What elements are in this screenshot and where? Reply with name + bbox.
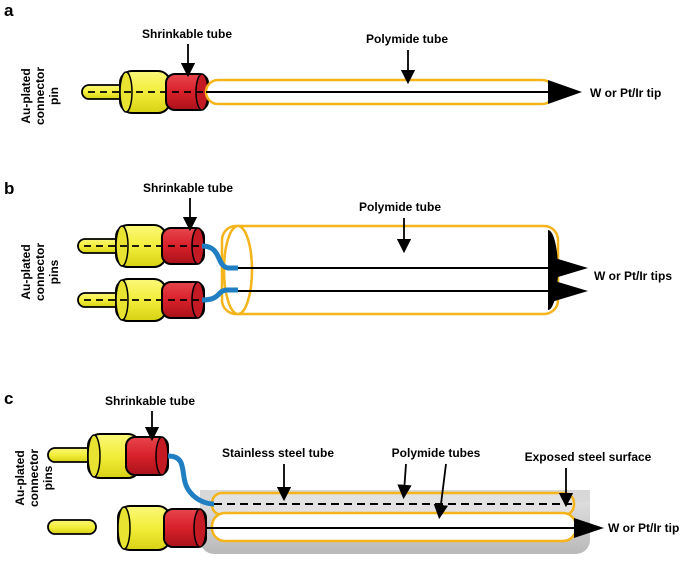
panel-c-connector-label: Au-plated connector pins (13, 449, 55, 507)
svg-text:Au-plated: Au-plated (19, 244, 33, 299)
polymide-tube (220, 224, 560, 316)
electrode-tip-upper (548, 256, 588, 280)
electrode-tip (574, 518, 604, 538)
svg-text:pins: pins (47, 259, 61, 284)
blue-wire (167, 453, 215, 507)
electrode-tip-lower (548, 279, 588, 303)
svg-text:pin: pin (47, 87, 61, 105)
label-tips: W or Pt/Ir tips (594, 269, 672, 283)
panel-c: c Au-plated connector pins (4, 389, 679, 554)
electrode-tip (548, 80, 582, 104)
svg-text:connector: connector (33, 243, 47, 301)
label-stainless-steel-tube: Stainless steel tube (222, 446, 334, 460)
svg-text:Au-plated: Au-plated (13, 450, 27, 505)
connector-pin-lower (77, 278, 205, 322)
panel-a-connector-label: Au-plated connector pin (19, 67, 61, 125)
panel-b: b Au-plated connector pins (4, 179, 672, 322)
arrow-polymide-1 (397, 463, 412, 500)
panel-b-connector-label: Au-plated connector pins (19, 243, 61, 301)
connector-pin-upper (77, 224, 205, 268)
label-polymide-tube: Polymide tube (359, 200, 441, 214)
label-shrinkable-tube: Shrinkable tube (105, 394, 195, 408)
panel-b-letter: b (4, 179, 14, 198)
polymide-tubes (210, 491, 578, 543)
svg-text:connector: connector (33, 67, 47, 125)
label-polymide-tubes: Polymide tubes (392, 446, 481, 460)
svg-text:pins: pins (41, 465, 55, 490)
panel-a: a Au-plated connector pin Shrinkable tub… (4, 1, 661, 125)
label-shrinkable-tube: Shrinkable tube (143, 181, 233, 195)
connector-pin-lower (47, 505, 207, 551)
svg-text:connector: connector (27, 449, 41, 507)
label-polymide-tube: Polymide tube (366, 32, 448, 46)
label-tip: W or Pt/Ir tip (608, 521, 679, 535)
connector-pin-upper (47, 433, 169, 479)
blue-wire-lower (201, 287, 238, 303)
blue-wire-upper (201, 243, 238, 271)
label-shrinkable-tube: Shrinkable tube (142, 27, 232, 41)
svg-text:Au-plated: Au-plated (19, 68, 33, 123)
arrow-polymide-2 (433, 463, 449, 520)
panel-a-letter: a (4, 1, 14, 20)
label-tip: W or Pt/Ir tip (590, 86, 661, 100)
label-exposed-steel: Exposed steel surface (525, 450, 652, 464)
panel-c-letter: c (4, 389, 13, 408)
